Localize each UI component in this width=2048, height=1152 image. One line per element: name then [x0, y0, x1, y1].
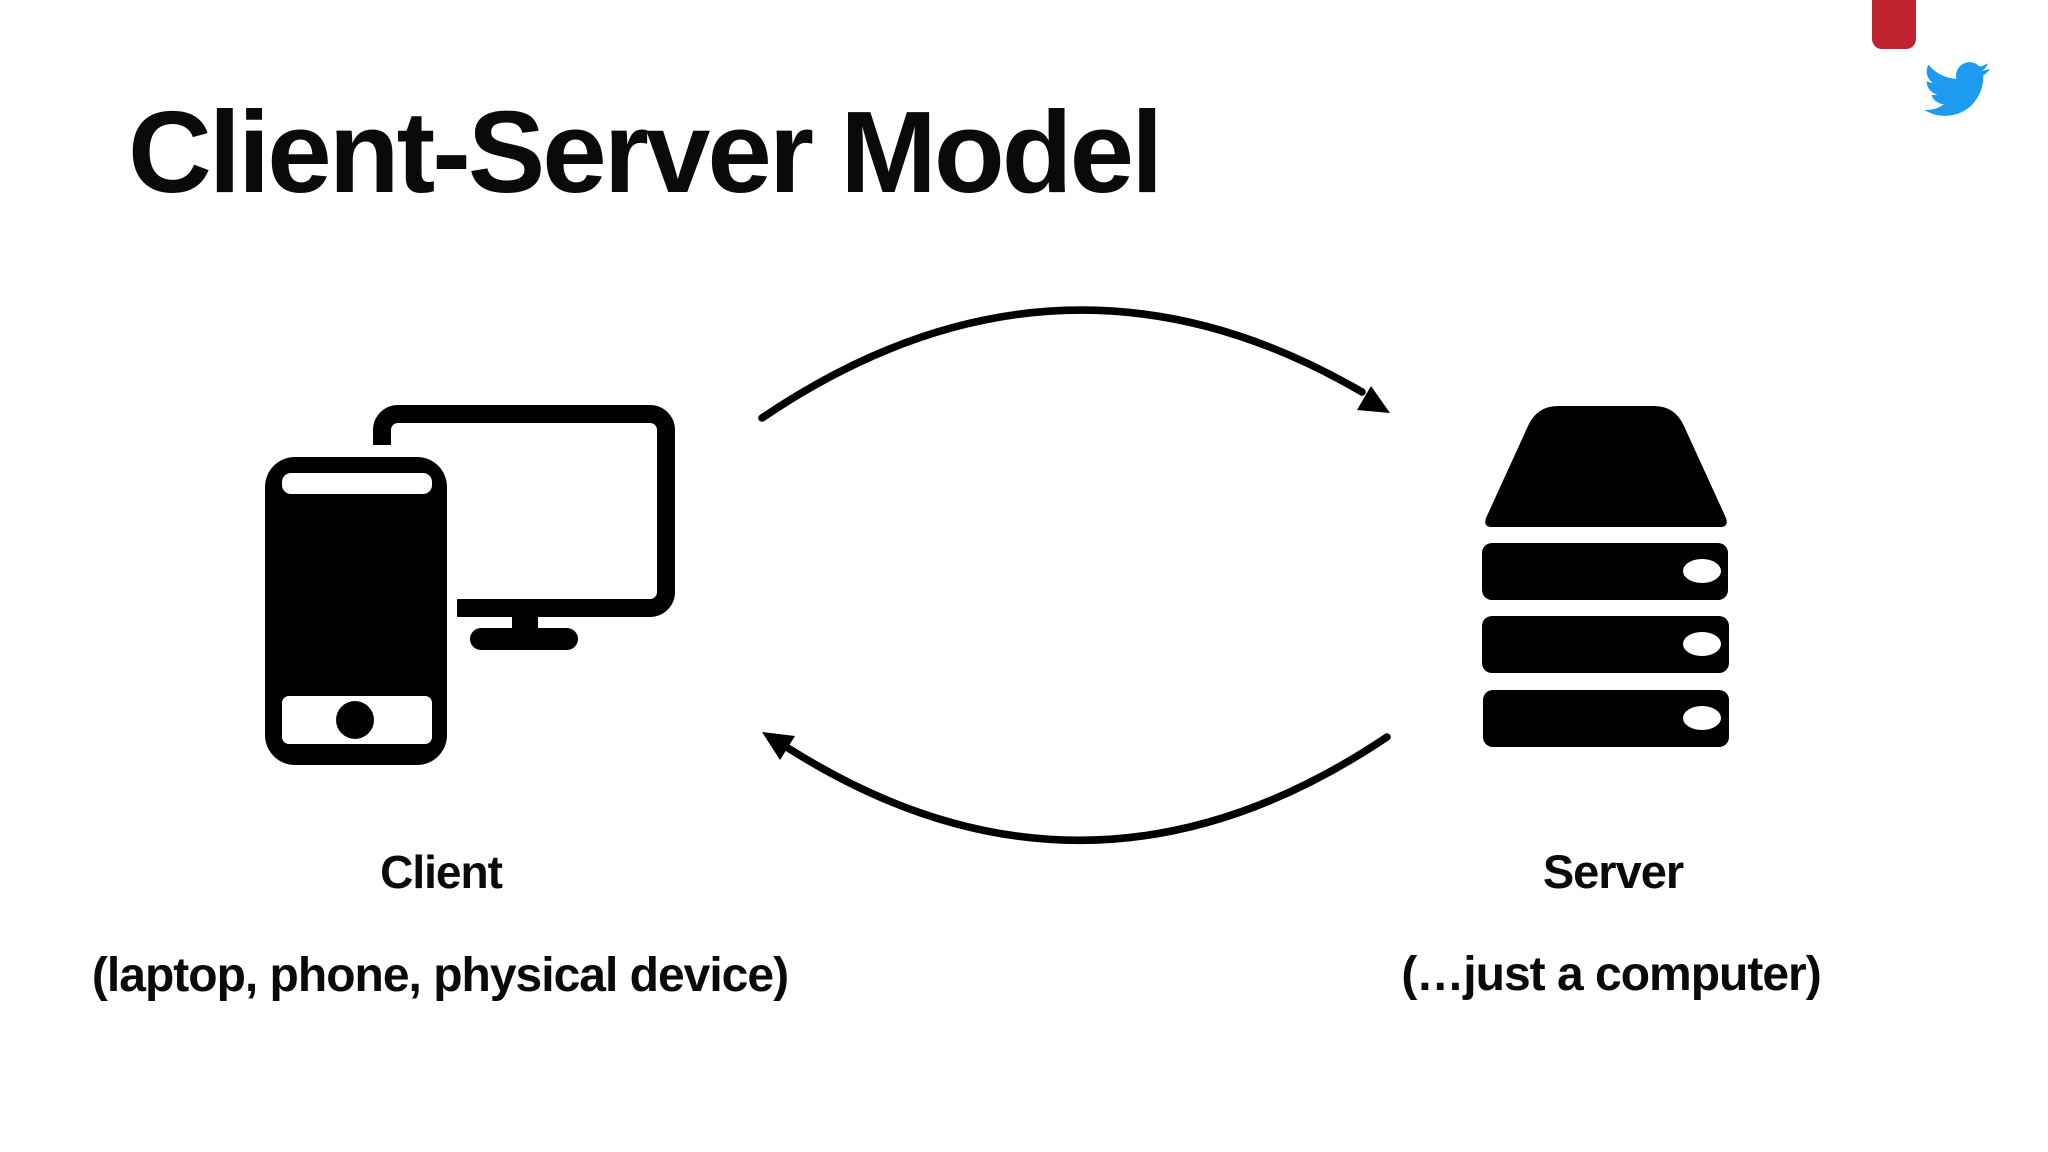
phone-icon	[255, 445, 457, 775]
server-stack-icon	[1482, 406, 1729, 747]
page-title: Client-Server Model	[128, 87, 1163, 217]
arrowhead-right	[1357, 386, 1390, 413]
server-label: Server	[1542, 845, 1684, 898]
client-sublabel: (laptop, phone, physical device)	[91, 949, 789, 1002]
server-slab	[1482, 543, 1728, 600]
server-dome	[1485, 406, 1727, 527]
client-to-server-arrow	[758, 306, 1390, 422]
twitter-bird-icon	[1924, 62, 1990, 116]
client-label: Client	[380, 846, 503, 898]
arrowhead-left	[762, 732, 795, 760]
phone-and-monitor-icon	[255, 405, 675, 775]
server-slab	[1483, 690, 1729, 747]
twitter-bird-path	[1924, 62, 1990, 116]
red-corner-mark	[1872, 0, 1916, 49]
server-to-client-arrow	[762, 732, 1391, 845]
server-sublabel: (…just a computer)	[1401, 948, 1821, 1001]
server-slab	[1482, 616, 1729, 673]
